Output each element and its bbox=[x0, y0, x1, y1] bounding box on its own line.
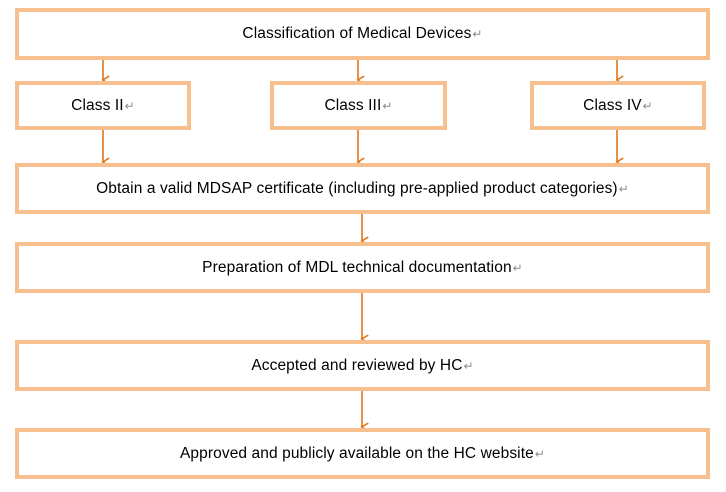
node-class-4-label: Class IV↵ bbox=[583, 96, 653, 114]
node-class-2-label: Class II↵ bbox=[71, 96, 135, 114]
node-class-4: Class IV↵ bbox=[530, 81, 706, 130]
node-class-2: Class II↵ bbox=[15, 81, 191, 130]
pilcrow-icon: ↵ bbox=[534, 446, 546, 461]
pilcrow-icon: ↵ bbox=[382, 98, 393, 113]
node-mdl-documentation: Preparation of MDL technical documentati… bbox=[15, 242, 710, 293]
node-classification: Classification of Medical Devices↵ bbox=[15, 8, 710, 60]
node-mdsap-certificate: Obtain a valid MDSAP certificate (includ… bbox=[15, 163, 710, 214]
node-class-3-label: Class III↵ bbox=[324, 96, 393, 114]
pilcrow-icon: ↵ bbox=[512, 260, 523, 275]
pilcrow-icon: ↵ bbox=[124, 98, 135, 113]
node-hc-website: Approved and publicly available on the H… bbox=[15, 428, 710, 479]
node-hc-review: Accepted and reviewed by HC↵ bbox=[15, 340, 710, 391]
pilcrow-icon: ↵ bbox=[642, 98, 653, 113]
pilcrow-icon: ↵ bbox=[463, 358, 474, 373]
node-classification-label: Classification of Medical Devices↵ bbox=[242, 25, 483, 43]
node-mdsap-certificate-label: Obtain a valid MDSAP certificate (includ… bbox=[96, 179, 629, 197]
node-hc-review-label: Accepted and reviewed by HC↵ bbox=[251, 356, 474, 374]
pilcrow-icon: ↵ bbox=[618, 181, 629, 196]
node-hc-website-label: Approved and publicly available on the H… bbox=[179, 444, 546, 462]
pilcrow-icon: ↵ bbox=[472, 27, 483, 42]
node-class-3: Class III↵ bbox=[270, 81, 447, 130]
node-mdl-documentation-label: Preparation of MDL technical documentati… bbox=[202, 258, 523, 276]
